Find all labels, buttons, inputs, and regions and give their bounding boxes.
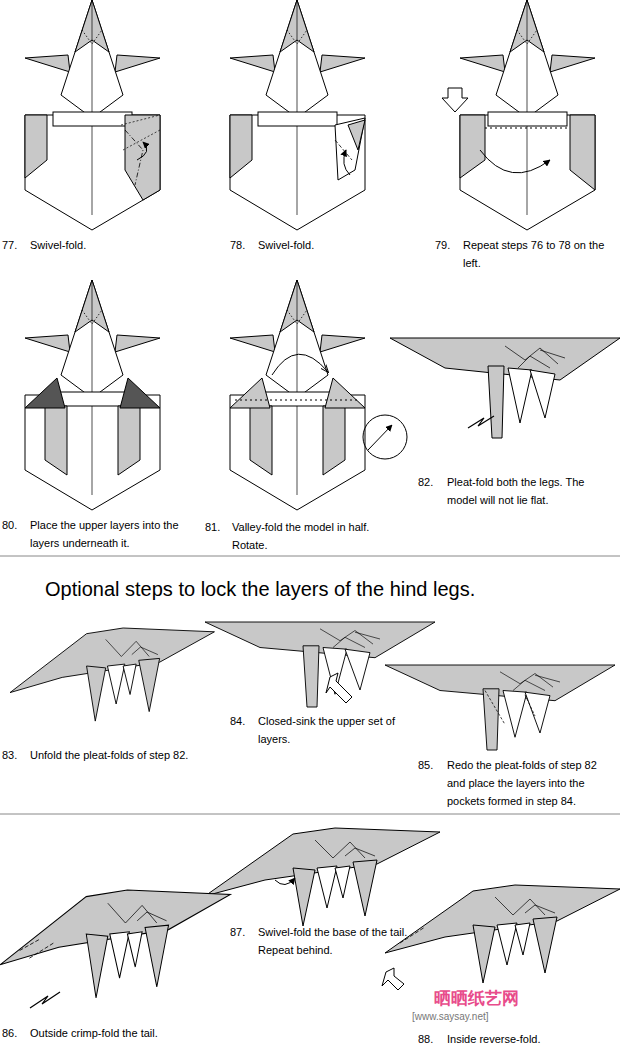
- step-number: 77.: [2, 236, 17, 254]
- step-instruction: Outside crimp-fold the tail.: [30, 1024, 220, 1042]
- step-86-figure: [0, 890, 230, 998]
- fold-line: [460, 115, 485, 178]
- fold-line: [25, 378, 65, 408]
- step-79-figure: [442, 0, 595, 230]
- watermark: 晒晒纸艺网: [432, 988, 521, 1009]
- step-number: 83.: [2, 746, 17, 764]
- fold-line: [344, 150, 350, 175]
- fold-line: [485, 691, 535, 725]
- step-instruction: Swivel-fold.: [30, 236, 160, 254]
- pleat-symbol: [468, 416, 494, 428]
- step-instruction: Valley-fold the model in half. Rotate.: [232, 518, 397, 554]
- fold-line: [137, 142, 147, 160]
- fold-line: [25, 0, 160, 230]
- fold-line: [442, 88, 468, 112]
- fold-line: [323, 406, 345, 475]
- fold-line: [235, 400, 360, 401]
- fold-line: [335, 118, 365, 180]
- fold-line: [480, 150, 550, 173]
- fold-line: [363, 415, 407, 459]
- fold-line: [25, 115, 47, 178]
- step-87-figure: [205, 828, 440, 926]
- step-84-figure: [205, 622, 435, 707]
- fold-line: [125, 115, 160, 200]
- separator: [0, 814, 620, 815]
- fold-line: [390, 338, 620, 438]
- step-83-figure: [10, 628, 214, 721]
- step-number: 81.: [205, 518, 220, 536]
- fold-line: [205, 622, 435, 707]
- step-instruction: Redo the pleat-folds of step 82 and plac…: [447, 756, 615, 810]
- fold-line: [230, 115, 252, 178]
- fold-line: [460, 0, 595, 230]
- step-number: 87.: [230, 923, 245, 941]
- step-81-figure: [230, 280, 365, 510]
- fold-line: [118, 406, 140, 475]
- step-instruction: Inside reverse-fold.: [447, 1030, 615, 1048]
- fold-line: [250, 406, 272, 475]
- section-heading: Optional steps to lock the layers of the…: [45, 578, 475, 601]
- step-number: 86.: [2, 1024, 17, 1042]
- fold-line: [120, 378, 160, 408]
- fold-line: [348, 120, 365, 150]
- fold-line: [230, 378, 270, 408]
- step-instruction: Pleat-fold both the legs. The model will…: [447, 473, 597, 509]
- step-instruction: Repeat steps 76 to 78 on the left.: [463, 236, 608, 272]
- fold-line: [570, 115, 595, 190]
- step-number: 80.: [2, 516, 17, 534]
- step-85-figure: [385, 665, 615, 750]
- step-88-figure: [385, 885, 620, 983]
- step-number: 82.: [418, 473, 433, 491]
- step-82-figure: [390, 338, 620, 438]
- fold-line: [25, 280, 160, 510]
- fold-line: [125, 130, 143, 185]
- crimp-symbol: [30, 992, 60, 1008]
- step-80-figure: [25, 280, 160, 510]
- push-arrow: [326, 673, 352, 703]
- fold-line: [10, 628, 214, 721]
- step-number: 79.: [435, 236, 450, 254]
- step-instruction: Closed-sink the upper set of layers.: [258, 712, 398, 748]
- fold-line: [275, 878, 295, 885]
- fold-line: [385, 885, 620, 983]
- fold-line: [121, 115, 160, 150]
- push-arrow: [382, 968, 404, 990]
- step-instruction: Place the upper layers into the layers u…: [30, 516, 202, 552]
- step-78-figure: [230, 0, 365, 230]
- fold-line: [230, 0, 365, 230]
- fold-line: [20, 940, 54, 959]
- step-instruction: Swivel-fold.: [258, 236, 388, 254]
- step-instruction: Swivel-fold the base of the tail. Repeat…: [258, 923, 443, 959]
- fold-line: [45, 406, 67, 475]
- fold-line: [485, 128, 570, 129]
- step-number: 88.: [418, 1030, 433, 1048]
- fold-line: [335, 140, 352, 160]
- step-number: 78.: [230, 236, 245, 254]
- step-instruction: Unfold the pleat-folds of step 82.: [30, 746, 220, 764]
- step-number: 85.: [418, 756, 433, 774]
- fold-line: [230, 280, 365, 510]
- fold-line: [0, 890, 230, 998]
- fold-line: [205, 828, 440, 926]
- separator: [0, 556, 620, 557]
- fold-line: [272, 354, 328, 375]
- watermark-url: [www.saysay.net]: [410, 1010, 491, 1024]
- step-number: 84.: [230, 712, 245, 730]
- step-77-figure: [25, 0, 160, 230]
- fold-line: [368, 425, 392, 450]
- rotate-symbol: [363, 415, 407, 459]
- fold-line: [325, 378, 365, 408]
- fold-line: [385, 665, 615, 750]
